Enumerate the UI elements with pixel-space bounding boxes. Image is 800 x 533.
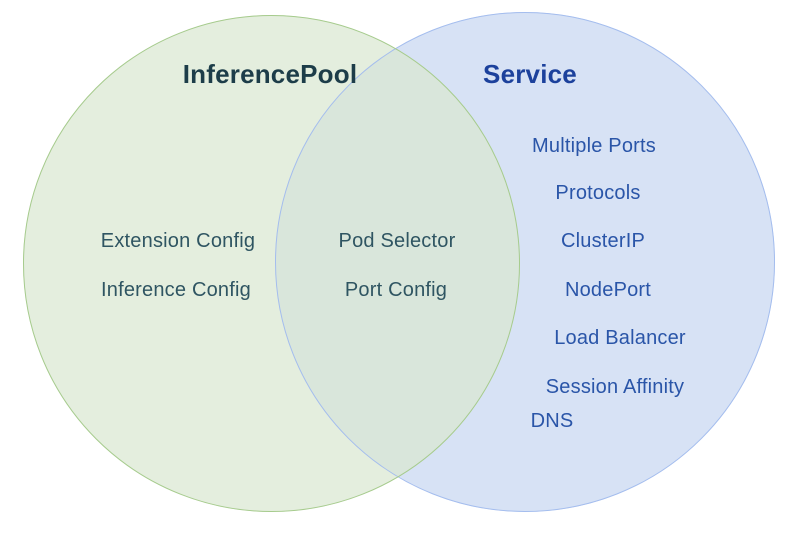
inferencepool-circle-outline [23, 15, 520, 512]
venn-item-dns: DNS [530, 410, 574, 432]
venn-item-clusterip: ClusterIP [560, 230, 646, 252]
venn-item-session-affinity: Session Affinity [545, 376, 685, 398]
venn-item-protocols: Protocols [555, 182, 641, 204]
venn-item-port-config: Port Config [344, 279, 448, 301]
service-title: Service [483, 59, 577, 89]
venn-item-pod-selector: Pod Selector [338, 230, 456, 252]
venn-item-multiple-ports: Multiple Ports [532, 135, 656, 157]
inferencepool-title: InferencePool [182, 59, 358, 89]
venn-item-inference-config: Inference Config [101, 279, 251, 301]
venn-item-nodeport: NodePort [564, 279, 652, 301]
venn-item-load-balancer: Load Balancer [554, 327, 686, 349]
venn-item-extension-config: Extension Config [100, 230, 256, 252]
